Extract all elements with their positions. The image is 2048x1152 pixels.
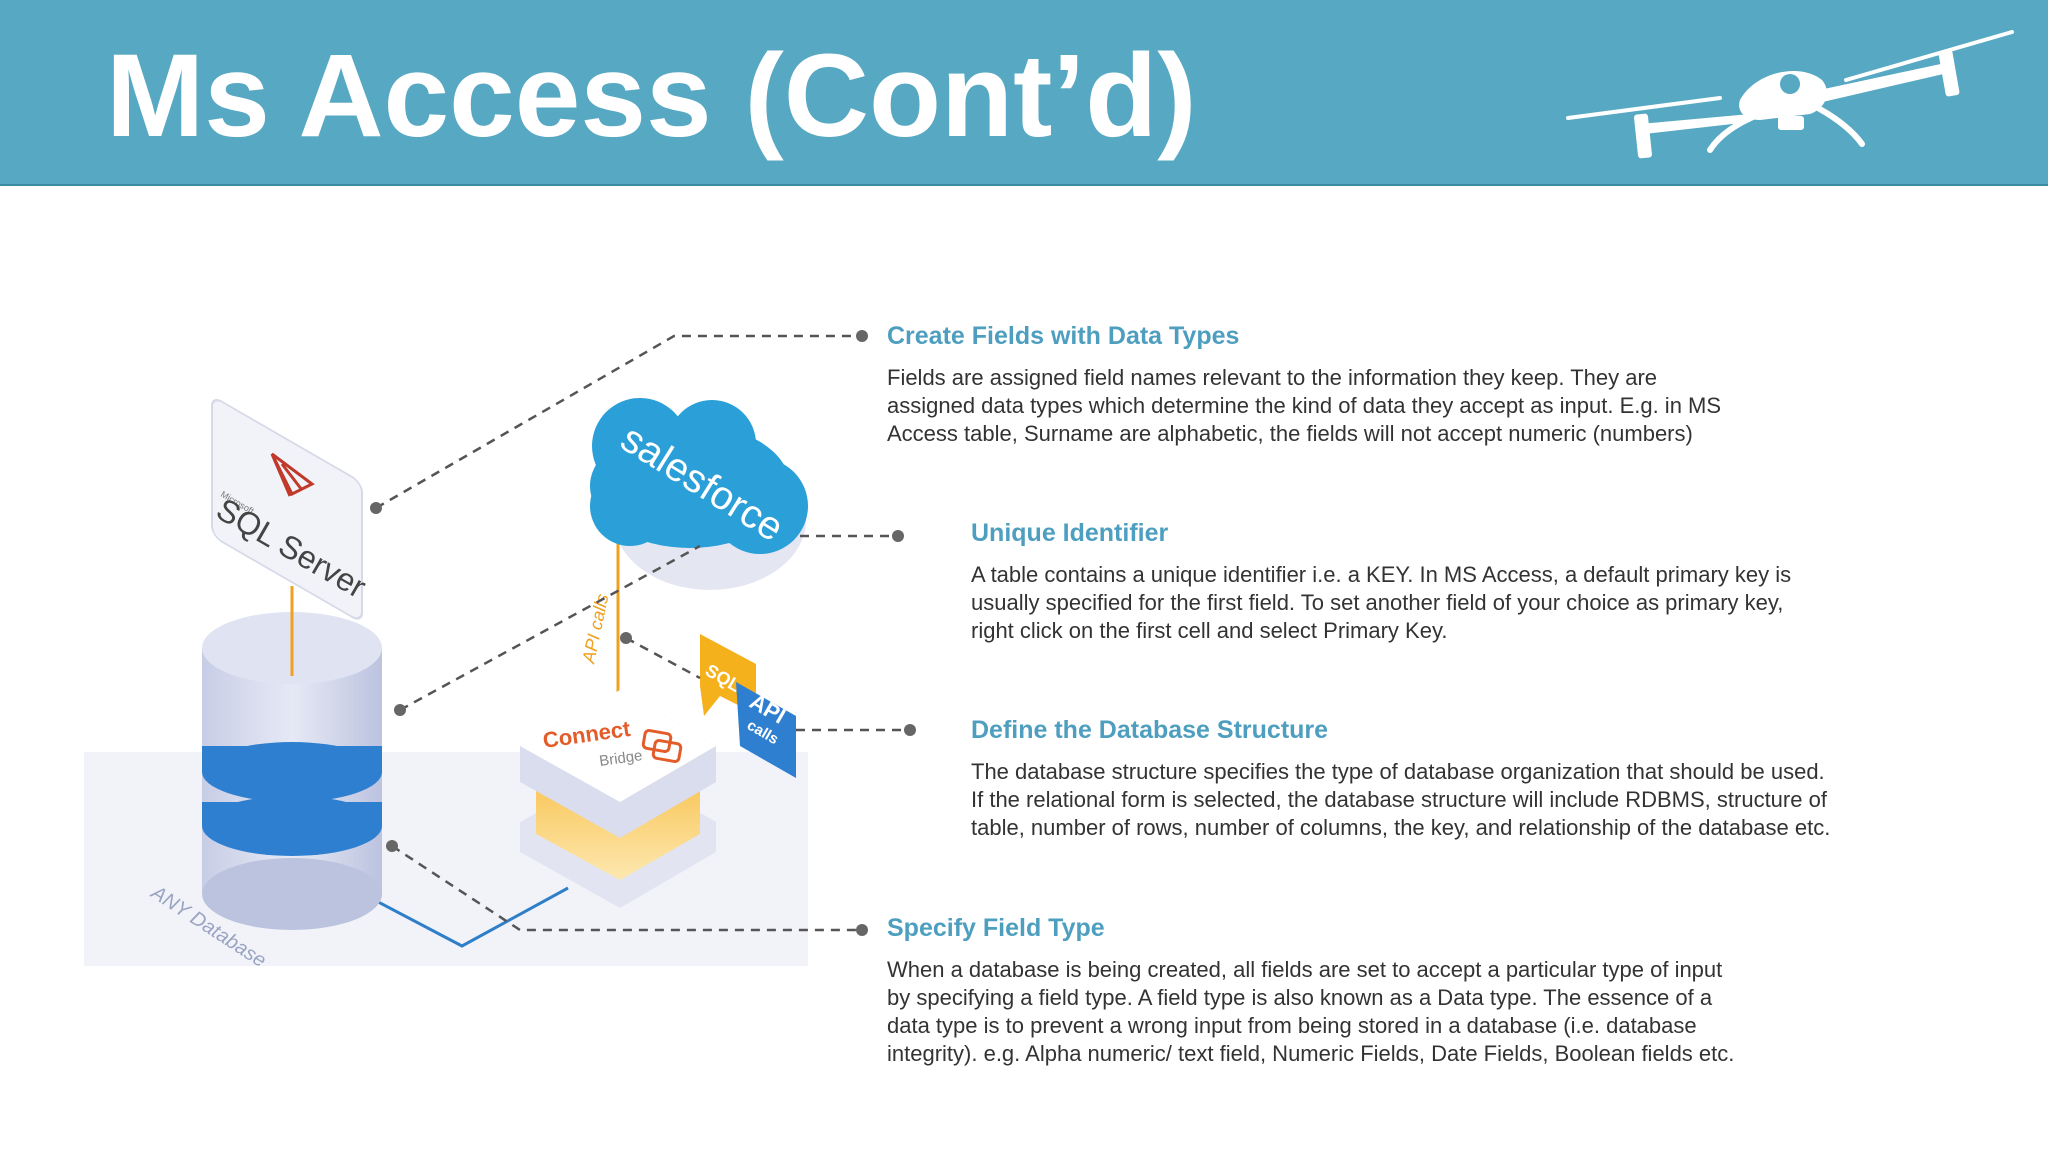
leader-dot [904,724,916,736]
callout-line: data type is to prevent a wrong input fr… [887,1013,1697,1038]
callout-line: right click on the first cell and select… [971,618,1448,643]
callout-line: The database structure specifies the typ… [971,759,1825,784]
sql-server-card [211,399,363,620]
leader-dot [394,704,406,716]
callout-line: A table contains a unique identifier i.e… [971,562,1792,587]
callout-create-fields: Create Fields with Data Types Fields are… [887,320,2007,448]
callout-line: by specifying a field type. A field type… [887,985,1713,1010]
callout-line: When a database is being created, all fi… [887,957,1723,982]
callout-body: When a database is being created, all fi… [887,956,2007,1068]
callout-line: table, number of rows, number of columns… [971,815,1831,840]
callout-line: Access table, Surname are alphabetic, th… [887,421,1693,446]
callout-body: Fields are assigned field names relevant… [887,364,2007,448]
sql-server-logo-icon [270,452,315,497]
bridge-label: Bridge [598,747,643,770]
leader-line-1 [375,334,862,510]
leader-dot [856,924,868,936]
db-connector-line [343,882,569,948]
api-badge-icon [736,682,796,778]
slide-title: Ms Access (Cont’d) [106,30,1197,162]
connect-bridge-logo-icon [641,729,683,763]
leader-dot [856,330,868,342]
leader-line-6 [391,844,862,932]
callout-line: integrity). e.g. Alpha numeric/ text fie… [887,1041,1735,1066]
callout-heading: Specify Field Type [887,914,1105,942]
leader-dot [892,530,904,542]
leader-dot [386,840,398,852]
callout-field-type: Specify Field Type When a database is be… [887,912,2007,1068]
callout-body: The database structure specifies the typ… [971,758,2031,842]
connect-bridge-cube-icon [520,690,716,908]
slide-header: Ms Access (Cont’d) [0,0,2048,186]
database-cylinder-icon [202,612,382,930]
callout-heading: Define the Database Structure [971,716,1329,744]
callout-line: assigned data types which determine the … [887,393,1722,418]
leader-line-3 [399,544,701,712]
callout-line: Fields are assigned field names relevant… [887,365,1658,390]
callout-heading: Unique Identifier [971,519,1169,547]
callout-unique-identifier: Unique Identifier A table contains a uni… [971,517,2031,645]
leader-dot [620,632,632,644]
salesforce-cloud-icon [590,398,808,590]
drone-icon [1566,30,2014,159]
callout-database-structure: Define the Database Structure The databa… [971,714,2031,842]
callout-line: If the relational form is selected, the … [971,787,1827,812]
callout-body: A table contains a unique identifier i.e… [971,561,2031,645]
leader-dot [370,502,382,514]
leader-line-4 [625,636,701,680]
callout-heading: Create Fields with Data Types [887,322,1240,350]
callout-line: usually specified for the first field. T… [971,590,1784,615]
